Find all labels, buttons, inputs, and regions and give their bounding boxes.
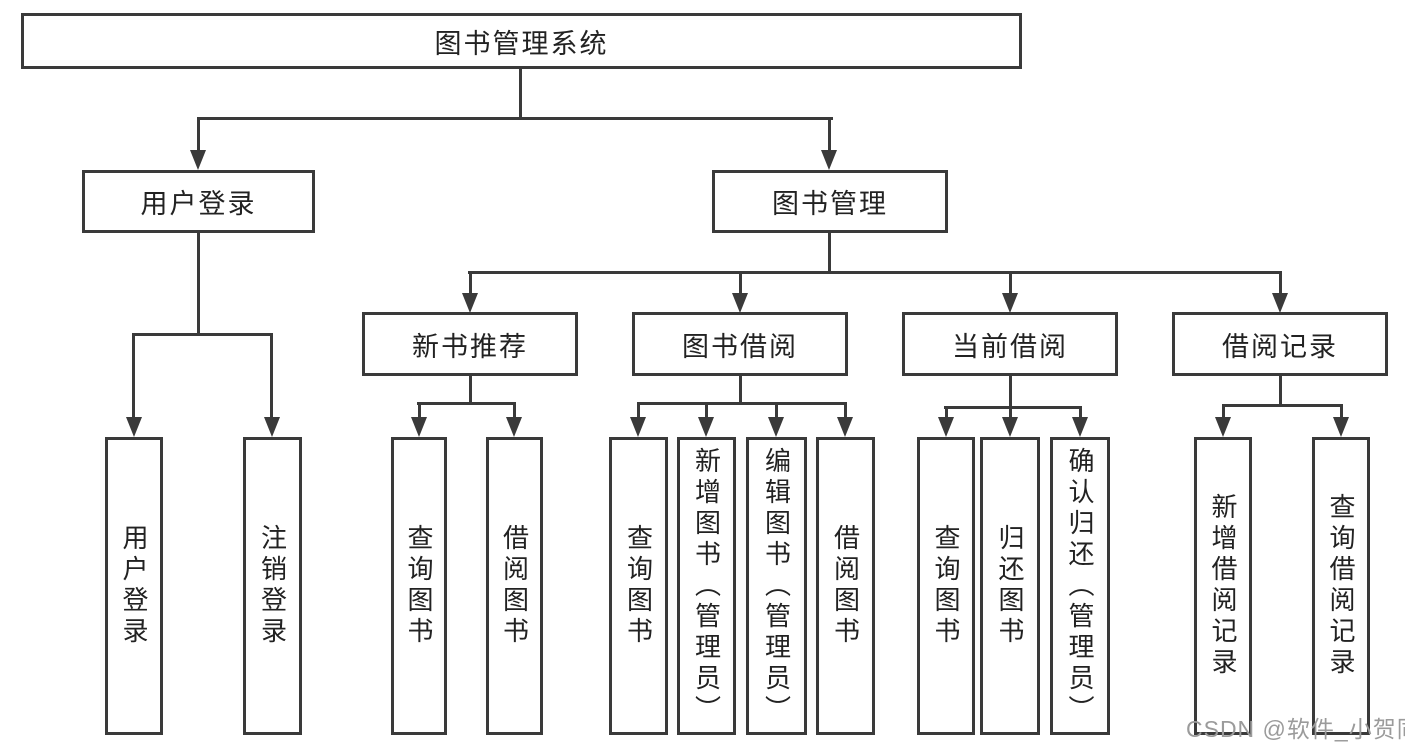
node-leaf-add-books-admin: 新增图书（管理员）: [677, 437, 736, 735]
node-leaf-query-books: 查询图书: [917, 437, 975, 735]
arrow-down-icon: [837, 417, 853, 437]
arrow-down-icon: [506, 417, 522, 437]
connector-currentborrow-stem1: [945, 406, 948, 419]
arrow-down-icon: [1272, 293, 1288, 313]
arrow-down-icon: [938, 417, 954, 437]
arrow-down-icon: [630, 417, 646, 437]
connector-root-stem-right: [828, 117, 831, 152]
connector-bookmgmt-stem3: [1009, 271, 1012, 295]
node-label: 查询借阅记录: [1326, 493, 1356, 679]
node-leaf-logout: 注销登录: [243, 437, 302, 735]
node-label: 新增图书（管理员）: [691, 446, 722, 726]
node-leaf-borrow-books: 借阅图书: [486, 437, 543, 735]
node-label: 查询图书: [931, 524, 961, 648]
node-leaf-user-login: 用户登录: [105, 437, 163, 735]
arrow-down-icon: [1333, 417, 1349, 437]
connector-bookmgmt-stem4: [1279, 271, 1282, 295]
node-label: 借阅图书: [499, 524, 530, 648]
arrow-down-icon: [768, 417, 784, 437]
node-book-management: 图书管理: [712, 170, 948, 233]
connector-bookmgmt-vline: [828, 233, 831, 274]
arrow-down-icon: [1072, 417, 1088, 437]
connector-bookborrow-stem3: [775, 402, 778, 419]
node-label: 新书推荐: [412, 331, 528, 362]
node-label: 确认归还（管理员）: [1065, 446, 1095, 726]
node-label: 查询图书: [404, 524, 434, 648]
connector-borrowrecords-vline: [1279, 376, 1282, 407]
connector-newbooks-hline: [417, 402, 516, 405]
node-label: 注销登录: [257, 524, 288, 648]
arrow-down-icon: [1215, 417, 1231, 437]
node-book-borrowing: 图书借阅: [632, 312, 848, 376]
arrow-down-icon: [821, 150, 837, 170]
arrow-down-icon: [1002, 417, 1018, 437]
node-leaf-add-borrow-record: 新增借阅记录: [1194, 437, 1252, 735]
connector-currentborrow-stem2: [1009, 406, 1012, 419]
node-borrowing-records: 借阅记录: [1172, 312, 1388, 376]
arrow-down-icon: [732, 293, 748, 313]
connector-bookborrow-stem2: [705, 402, 708, 419]
connector-userlogin-stem-right: [270, 333, 273, 419]
arrow-down-icon: [411, 417, 427, 437]
node-label: 归还图书: [995, 524, 1025, 648]
node-label: 用户登录: [119, 524, 149, 648]
connector-root-hline: [197, 117, 833, 120]
csdn-watermark: CSDN @软件_小贺同学: [1186, 716, 1405, 742]
node-label: 用户登录: [140, 189, 257, 219]
connector-userlogin-vline: [197, 233, 200, 336]
connector-bookborrow-stem1: [637, 402, 640, 419]
connector-currentborrow-hline: [944, 406, 1082, 409]
node-leaf-edit-books-admin: 编辑图书（管理员）: [746, 437, 807, 735]
connector-currentborrow-stem3: [1079, 406, 1082, 419]
connector-newbooks-vline: [469, 376, 472, 405]
node-leaf-confirm-return-admin: 确认归还（管理员）: [1050, 437, 1110, 735]
connector-currentborrow-vline: [1009, 376, 1012, 409]
node-current-borrowing: 当前借阅: [902, 312, 1118, 376]
node-label: 借阅图书: [830, 524, 861, 648]
node-leaf-borrow-books: 借阅图书: [816, 437, 875, 735]
node-leaf-query-borrow-record: 查询借阅记录: [1312, 437, 1370, 735]
node-leaf-query-books: 查询图书: [391, 437, 447, 735]
connector-bookborrow-vline: [739, 376, 742, 405]
node-label: 新增借阅记录: [1208, 493, 1238, 679]
arrow-down-icon: [462, 293, 478, 313]
node-new-book-recommend: 新书推荐: [362, 312, 578, 376]
node-label: 图书管理: [772, 189, 888, 219]
connector-bookmgmt-hline: [468, 271, 1282, 274]
arrow-down-icon: [190, 150, 206, 170]
node-root-library-system: 图书管理系统: [21, 13, 1022, 69]
connector-userlogin-stem-left: [132, 333, 135, 419]
connector-newbooks-stem1: [418, 402, 421, 419]
node-label: 编辑图书（管理员）: [761, 446, 792, 726]
node-label: 图书借阅: [682, 331, 798, 362]
arrow-down-icon: [698, 417, 714, 437]
node-leaf-return-books: 归还图书: [980, 437, 1040, 735]
arrow-down-icon: [264, 417, 280, 437]
connector-bookmgmt-stem1: [469, 271, 472, 295]
connector-newbooks-stem2: [513, 402, 516, 419]
node-leaf-query-books: 查询图书: [609, 437, 668, 735]
connector-root-vline: [519, 68, 522, 119]
arrow-down-icon: [126, 417, 142, 437]
node-label: 当前借阅: [952, 331, 1068, 362]
node-label: 借阅记录: [1222, 331, 1338, 362]
arrow-down-icon: [1002, 293, 1018, 313]
connector-root-stem-left: [197, 117, 200, 152]
connector-borrowrecords-stem2: [1340, 404, 1343, 419]
connector-borrowrecords-stem1: [1222, 404, 1225, 419]
node-label: 图书管理系统: [434, 28, 609, 59]
connector-bookmgmt-stem2: [739, 271, 742, 295]
connector-bookborrow-stem4: [844, 402, 847, 419]
connector-bookborrow-hline: [637, 402, 847, 405]
connector-borrowrecords-hline: [1222, 404, 1342, 407]
connector-userlogin-hline: [132, 333, 273, 336]
node-user-login: 用户登录: [82, 170, 315, 233]
node-label: 查询图书: [623, 524, 654, 648]
